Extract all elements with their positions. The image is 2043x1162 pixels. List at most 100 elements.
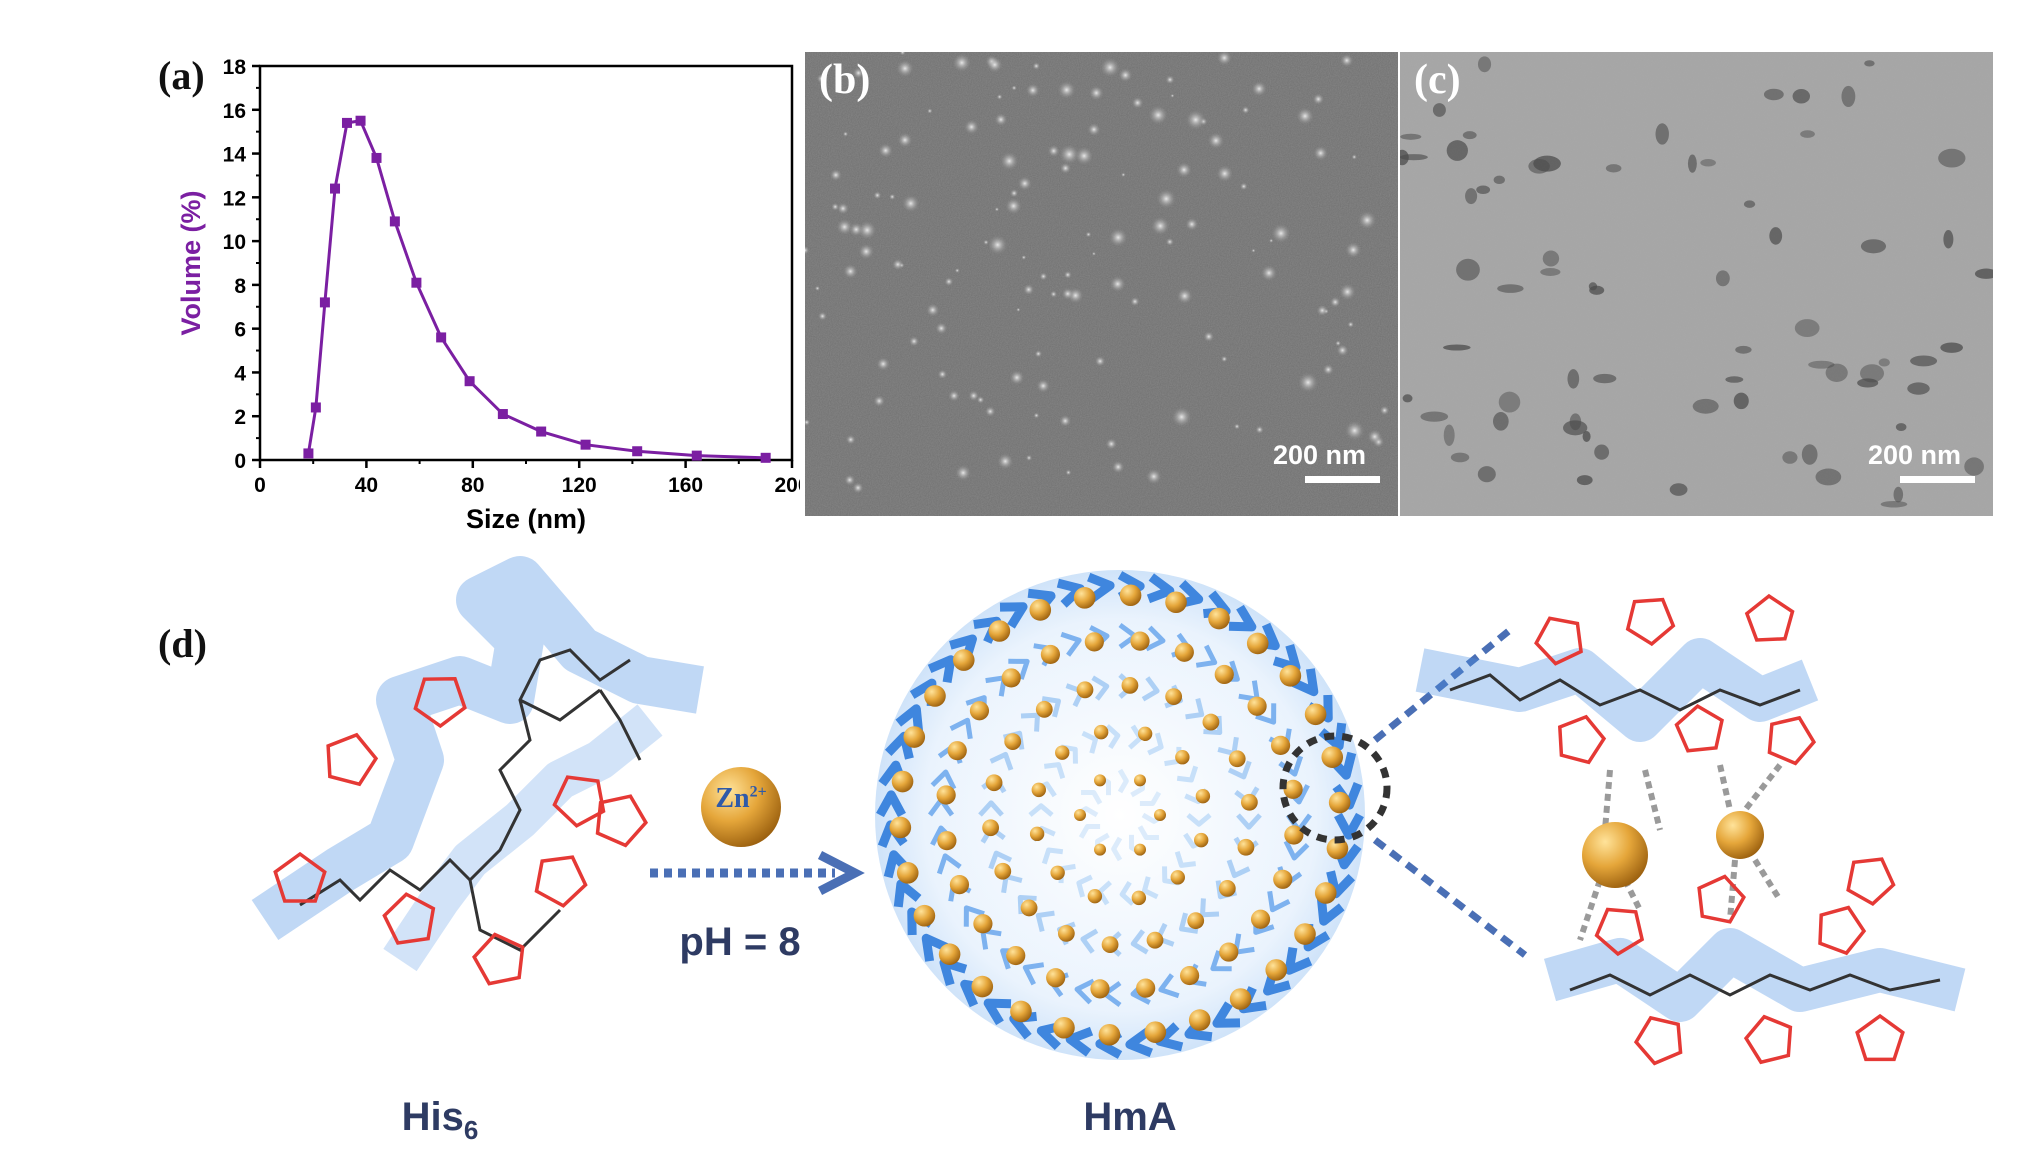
sem-particle <box>1146 468 1162 485</box>
peptide-chain <box>1065 683 1085 708</box>
imidazole-ring <box>1818 905 1867 956</box>
tem-particle <box>1938 148 1966 168</box>
zinc-particle <box>988 620 1011 642</box>
sem-texture <box>805 52 1398 516</box>
peptide-chain <box>963 905 985 927</box>
sem-particle <box>876 357 890 371</box>
sem-particle <box>1089 85 1104 101</box>
zinc-particle <box>1134 774 1146 787</box>
sem-particle <box>1340 53 1354 68</box>
data-point <box>497 409 508 420</box>
sem-particle <box>818 311 827 321</box>
imidazole-ring <box>1743 1014 1793 1065</box>
zinc-particle <box>1194 832 1209 848</box>
tem-particle <box>1456 258 1480 281</box>
sem-particle <box>1241 106 1250 114</box>
sem-particle <box>1255 425 1264 434</box>
his6-label-main: His <box>401 1095 464 1139</box>
zinc-particle <box>1273 869 1293 889</box>
peptide-chain <box>1027 588 1056 617</box>
sem-particle <box>968 390 979 402</box>
sem-particle <box>1176 288 1193 304</box>
y-tick-label: 0 <box>234 450 246 473</box>
sem-particle <box>1061 287 1074 300</box>
tem-particle <box>1493 175 1505 185</box>
data-point <box>464 376 475 387</box>
tem-particle <box>1860 239 1887 254</box>
zinc-particle <box>1165 591 1187 614</box>
sem-particle <box>1085 231 1092 238</box>
peptide-chain <box>1164 746 1182 767</box>
sem-particle <box>837 202 849 215</box>
tem-particle <box>1974 268 1993 279</box>
imidazole-ring <box>595 794 649 848</box>
sem-particle <box>952 53 971 72</box>
zinc-particle <box>1314 882 1337 904</box>
peptide-chain <box>1164 684 1184 709</box>
sem-particle <box>1207 132 1225 149</box>
peptide-chain <box>1284 946 1313 975</box>
his6-label-sub: 6 <box>463 1115 479 1145</box>
data-point <box>319 297 330 308</box>
sem-particle <box>988 235 1008 255</box>
y-tick-label: 18 <box>223 56 247 79</box>
peptide-chain <box>1008 658 1030 680</box>
sem-particle <box>1109 276 1126 292</box>
data-point <box>341 117 352 128</box>
sem-particle <box>926 303 940 317</box>
zinc-particle <box>1326 837 1349 860</box>
sem-particle <box>852 67 865 79</box>
zinc-particle <box>891 770 914 793</box>
zinc-particle <box>1031 782 1046 798</box>
sem-particle <box>964 119 979 135</box>
sem-particle <box>1005 197 1022 215</box>
tem-particle <box>1692 398 1719 414</box>
tem-particle <box>1825 363 1848 382</box>
peptide-chain <box>1017 895 1037 915</box>
peptide-chain <box>1331 841 1362 870</box>
sem-particle <box>1059 414 1072 427</box>
tem-particle <box>1893 486 1904 503</box>
peptide-chain <box>1141 812 1167 824</box>
sem-particle <box>892 258 904 271</box>
sem-particle <box>1269 238 1274 243</box>
peptide-chain <box>980 928 1002 950</box>
peptide-chain <box>1096 773 1112 796</box>
tem-particle <box>1432 103 1446 117</box>
sem-particle <box>1351 154 1357 160</box>
peptide-chain <box>1146 573 1175 604</box>
peptide-chain <box>1145 625 1166 652</box>
data-point <box>691 450 702 461</box>
sem-particle <box>937 369 948 380</box>
imidazole-ring <box>273 851 327 903</box>
sem-particle <box>897 132 913 148</box>
zinc-ion-large <box>1582 822 1648 888</box>
peptide-chain <box>1217 736 1239 756</box>
peptide-chain <box>876 790 906 818</box>
sem-particle <box>986 56 1003 73</box>
sem-particle <box>948 390 960 402</box>
zinc-particle <box>952 649 975 671</box>
peptide-chain <box>1022 962 1045 986</box>
zinc-particle <box>1195 788 1211 804</box>
peptide-chain <box>1234 786 1260 805</box>
sem-particle <box>1296 107 1314 125</box>
peptide-chain <box>1091 675 1110 701</box>
peptide-chain <box>1283 840 1310 861</box>
tem-particle <box>1808 360 1835 369</box>
sem-particle <box>984 406 996 417</box>
zinc-particle <box>1247 696 1267 716</box>
peptide-chain <box>1041 696 1061 718</box>
sem-particle <box>836 218 853 236</box>
sem-particle <box>1021 255 1027 260</box>
zinc-particle <box>1283 779 1303 799</box>
peptide-chain <box>930 769 957 790</box>
zinc-particle <box>937 831 957 851</box>
peptide-chain <box>1097 880 1112 906</box>
imidazole-ring <box>1557 714 1607 765</box>
peptide-chain <box>1130 979 1151 1005</box>
peptide-chain <box>1065 1026 1094 1057</box>
zinc-particle <box>1154 809 1166 821</box>
zinc-particle <box>1214 664 1234 685</box>
tem-particle <box>1687 154 1697 173</box>
